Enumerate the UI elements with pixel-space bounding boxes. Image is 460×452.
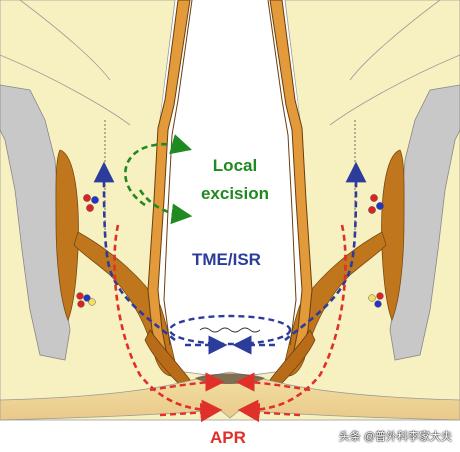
wavy-line [199, 327, 261, 333]
right-pelvic-bone [389, 84, 460, 361]
left-mucosa-line [163, 0, 193, 346]
tme-right-arrow [284, 161, 367, 342]
left-upper-line [0, 54, 131, 126]
apr-right-arrow [237, 224, 347, 421]
right-mucosa-line [267, 0, 297, 346]
perineal-skin [0, 371, 460, 421]
apr-bottom-right-arrow [240, 402, 301, 423]
apr-left-arrow [113, 224, 223, 421]
right-peritoneal-line [349, 0, 441, 81]
local-excision-label: Local excision [190, 152, 280, 208]
left-peritoneal-line [19, 0, 111, 81]
right-upper-line [329, 54, 460, 126]
tme-left-arrow [93, 161, 176, 342]
apr-bottom-left-arrow [159, 402, 220, 423]
tme-isr-label: TME/ISR [192, 250, 261, 269]
local-excision-arrow-lower [138, 189, 193, 225]
vessel-dots-icon [76, 194, 384, 308]
local-excision-line2: excision [200, 184, 270, 203]
left-pelvic-bone [0, 84, 71, 361]
local-excision-line1: Local [212, 156, 258, 175]
apr-inner-right-arrow [235, 372, 311, 392]
isr-ellipse [168, 314, 292, 346]
left-obturator-muscle [55, 149, 79, 322]
watermark: 头条 @普外科李家大夫 [338, 431, 452, 443]
apr-inner-left-arrow [149, 372, 225, 392]
right-obturator-muscle [381, 149, 405, 322]
apr-label: APR [210, 428, 246, 447]
local-excision-arrow-upper [124, 134, 193, 207]
rectal-lumen [148, 0, 312, 362]
